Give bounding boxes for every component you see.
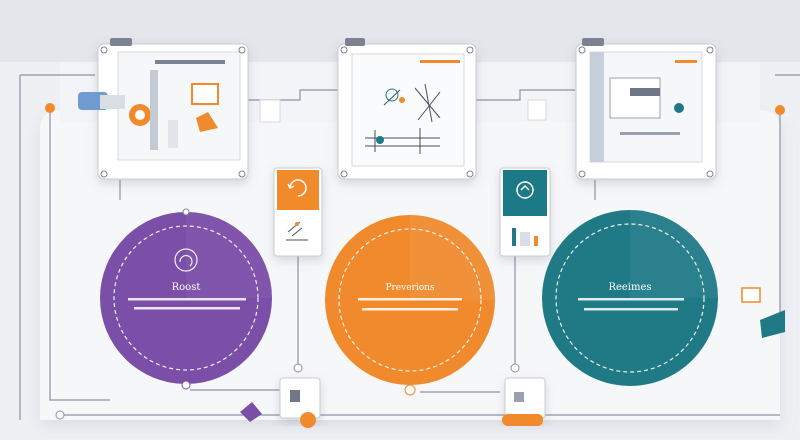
circle-purple-label: Roost [172,282,201,293]
refresh-icon [174,248,198,272]
card-middle-rivets [340,46,474,178]
tag-orange [273,167,323,257]
circle-purple-top-node [182,208,190,216]
card-left [97,43,249,180]
tag-teal-sketch [512,228,538,246]
circle-orange-label: Preverions [385,283,434,293]
tag-orange-sketch [286,221,308,241]
bottom-mini-card-right [504,377,546,419]
device-illustration [582,38,697,162]
card-middle [337,43,477,180]
circle-teal-label: Reeimes [608,282,651,293]
circle-orange-node [404,384,416,396]
refresh-icon [287,179,307,197]
refresh-icon [516,181,534,199]
circle-purple-node [181,380,191,390]
machine-illustration [78,38,225,150]
connector-dots [45,103,785,420]
circle-orange-text-lines [358,298,462,311]
connector-lines [19,74,800,420]
circle-teal-text-lines [578,298,684,311]
lab-sketch-illustration [345,38,460,154]
circle-purple-text-lines [128,298,246,310]
card-left-rivets [100,46,246,178]
card-right-rivets [578,46,714,178]
bottom-decorations [240,99,785,428]
bottom-mini-card-left [279,377,321,419]
